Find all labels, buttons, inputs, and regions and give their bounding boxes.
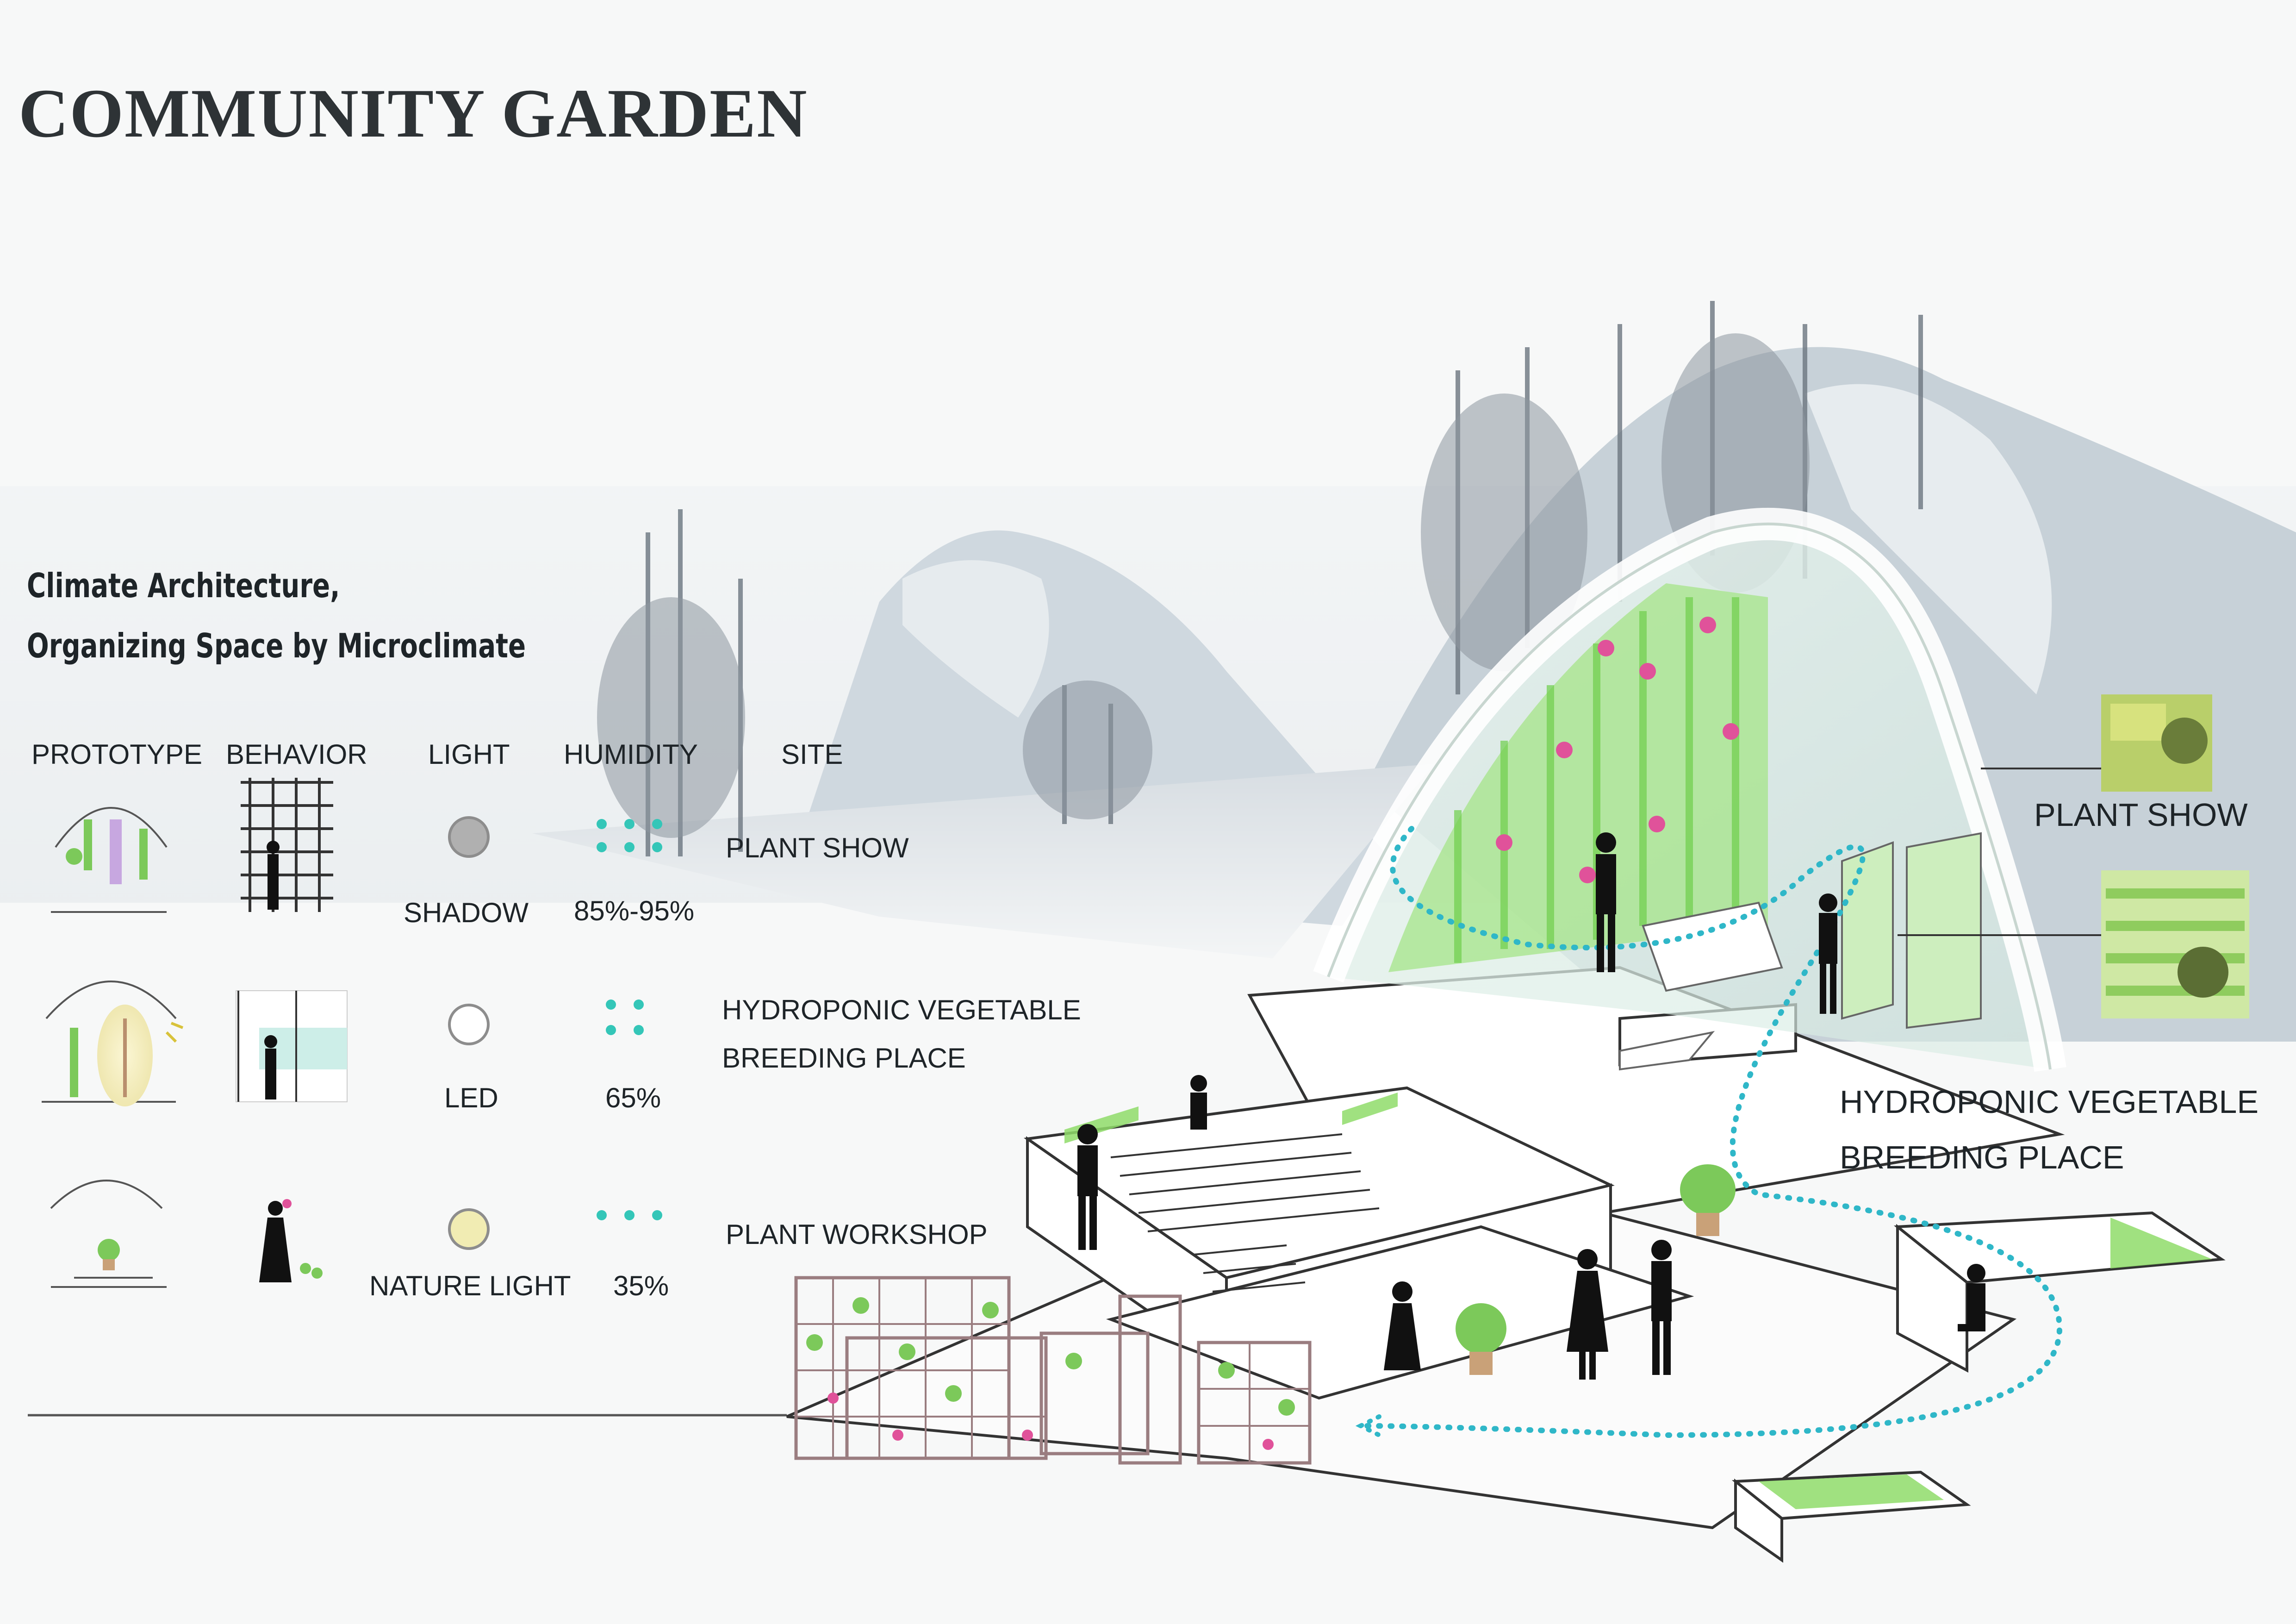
shelf-plants (806, 1297, 1295, 1450)
row2-site-line-2: BREEDING PLACE (722, 1043, 966, 1074)
row3-humidity-value: 35% (613, 1270, 669, 1301)
row1-site-line-1: PLANT SHOW (726, 832, 909, 863)
led-light-icon (448, 1004, 490, 1045)
subtitle-line-1: Climate Architecture, (27, 566, 340, 605)
humidity-drops-icon (597, 819, 662, 1220)
col-header-prototype: PROTOTYPE (31, 739, 202, 770)
col-header-light: LIGHT (428, 739, 510, 770)
subtitle: Climate Architecture, Organizing Space b… (27, 556, 526, 676)
shadow-light-icon (448, 816, 490, 858)
callout-hydroponic-line-1: HYDROPONIC VEGETABLE (1840, 1084, 2259, 1120)
subtitle-line-2: Organizing Space by Microclimate (27, 626, 526, 665)
row2-site-line-1: HYDROPONIC VEGETABLE (722, 994, 1081, 1025)
people (1077, 832, 1985, 1380)
circulation-path (1363, 826, 2063, 1438)
row3-site-line-1: PLANT WORKSHOP (726, 1219, 988, 1250)
col-header-behavior: BEHAVIOR (226, 739, 367, 770)
callout-hydroponic-line-2: BREEDING PLACE (1840, 1139, 2124, 1175)
row2-site: HYDROPONIC VEGETABLE BREEDING PLACE (722, 986, 1081, 1082)
callout-plant-show: PLANT SHOW (2034, 797, 2248, 833)
callout-hydroponic: HYDROPONIC VEGETABLE BREEDING PLACE (1840, 1074, 2259, 1185)
row1-humidity-value: 85%-95% (574, 895, 695, 926)
row3-site: PLANT WORKSHOP (726, 1211, 988, 1259)
row1-light-label: SHADOW (404, 897, 529, 928)
hydroponic-photo (2101, 870, 2249, 1018)
row2-humidity-value: 65% (605, 1082, 661, 1113)
light-icons (448, 816, 490, 1250)
prototype-icons (42, 807, 184, 1288)
row2-light-label: LED (444, 1082, 498, 1113)
col-header-site: SITE (781, 739, 843, 770)
greenhouse-dome (1313, 507, 2066, 1072)
row1-site: PLANT SHOW (726, 824, 909, 872)
plant-shelves (794, 1276, 1312, 1465)
callout-lines (1898, 768, 2101, 936)
behavior-icons (236, 778, 348, 1282)
col-header-humidity: HUMIDITY (564, 739, 698, 770)
page-title: COMMUNITY GARDEN (19, 75, 808, 152)
planter-greenery (1064, 1093, 2212, 1509)
plant-show-photo (2101, 694, 2212, 792)
dome-flowers (1496, 617, 1739, 883)
potted-plants (1456, 1164, 1736, 1375)
row3-light-label: NATURE LIGHT (369, 1270, 571, 1301)
nature-light-icon (448, 1208, 490, 1250)
